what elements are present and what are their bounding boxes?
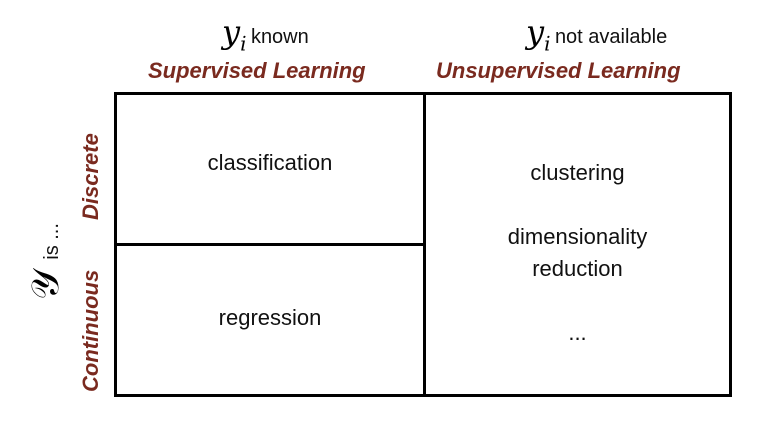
classification-cell: classification <box>114 92 426 246</box>
supervised-learning-heading: Supervised Learning <box>148 58 366 83</box>
is-text: is ... <box>41 223 63 260</box>
reduction-label: reduction <box>532 256 623 281</box>
clustering-label: clustering <box>530 160 625 185</box>
discrete-label: Discrete <box>78 133 103 220</box>
classification-label: classification <box>207 150 333 175</box>
script-y-symbol: 𝒴 <box>23 270 67 300</box>
column-condition-not-available: yi not available <box>526 16 667 53</box>
unsupervised-learning-heading: Unsupervised Learning <box>436 58 681 83</box>
not-available-text: not available <box>554 26 668 48</box>
column-condition-known: yi known <box>222 16 309 53</box>
continuous-label: Continuous <box>78 269 103 392</box>
yi-symbol: yi <box>222 13 247 56</box>
ellipsis-label: ... <box>568 320 587 345</box>
known-text: known <box>250 26 309 48</box>
regression-label: regression <box>218 305 322 330</box>
y-is-label: 𝒴 is ... <box>23 120 76 300</box>
yi-symbol: yi <box>526 13 551 56</box>
dimensionality-label: dimensionality <box>507 224 648 249</box>
regression-cell: regression <box>114 243 426 397</box>
unsupervised-cell: clustering dimensionality reduction ... <box>423 92 732 397</box>
